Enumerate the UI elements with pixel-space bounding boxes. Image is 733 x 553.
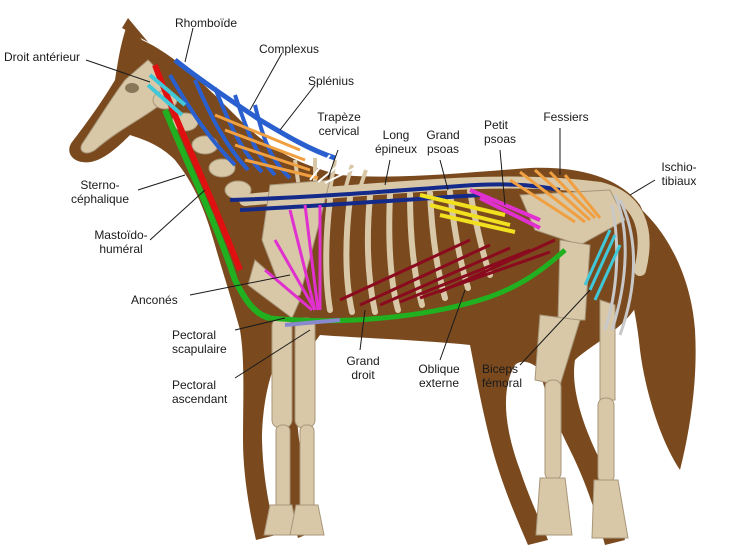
muscle-pectoral	[284, 318, 341, 327]
label-pectoral-ascendant: Pectoral ascendant	[172, 378, 228, 406]
muscle-grand-psoas	[419, 193, 516, 234]
label-mastoido-humeral: Mastoïdo- huméral	[94, 228, 148, 256]
muscle-oblique-externe	[339, 238, 556, 307]
muscle-fessiers	[509, 168, 602, 224]
label-pectoral-scapulaire: Pectoral scapulaire	[172, 328, 227, 356]
label-long-epineux: Long épineux	[374, 128, 418, 156]
muscle-trapeze-cervical	[309, 154, 356, 184]
label-anconés: Anconés	[131, 293, 178, 307]
label-ischio-tibiaux: Ischio- tibiaux	[661, 160, 697, 188]
label-grand-psoas: Grand psoas	[426, 128, 460, 156]
muscle-splenius	[214, 113, 319, 180]
label-splenius: Splénius	[307, 74, 355, 88]
horse-body-silhouette	[69, 22, 650, 545]
eye-socket	[125, 83, 139, 93]
muscle-mastoido-humeral	[162, 108, 271, 321]
label-trapeze-cervical: Trapèze cervical	[317, 110, 361, 138]
ear	[122, 18, 148, 42]
muscle-droit-anterieur	[146, 73, 187, 117]
muscle-ischio-tibiaux	[603, 194, 635, 336]
label-biceps-femoral: Biceps fémoral	[482, 362, 523, 390]
muscle-biceps-femoral	[583, 229, 622, 301]
label-complexus: Complexus	[258, 42, 320, 56]
label-droit-anterieur: Droit antérieur	[4, 50, 81, 64]
label-petit-psoas: Petit psoas	[484, 118, 517, 146]
label-sterno-cephalique: Sterno- céphalique	[70, 178, 130, 206]
label-grand-droit: Grand droit	[346, 354, 380, 382]
muscle-anconés	[264, 204, 322, 312]
label-oblique-externe: Oblique externe	[418, 362, 460, 390]
muscle-long-epineux	[229, 182, 561, 212]
label-rhomboide: Rhomboïde	[174, 16, 238, 30]
leader-lines	[85, 27, 656, 379]
label-fessiers: Fessiers	[543, 110, 589, 124]
